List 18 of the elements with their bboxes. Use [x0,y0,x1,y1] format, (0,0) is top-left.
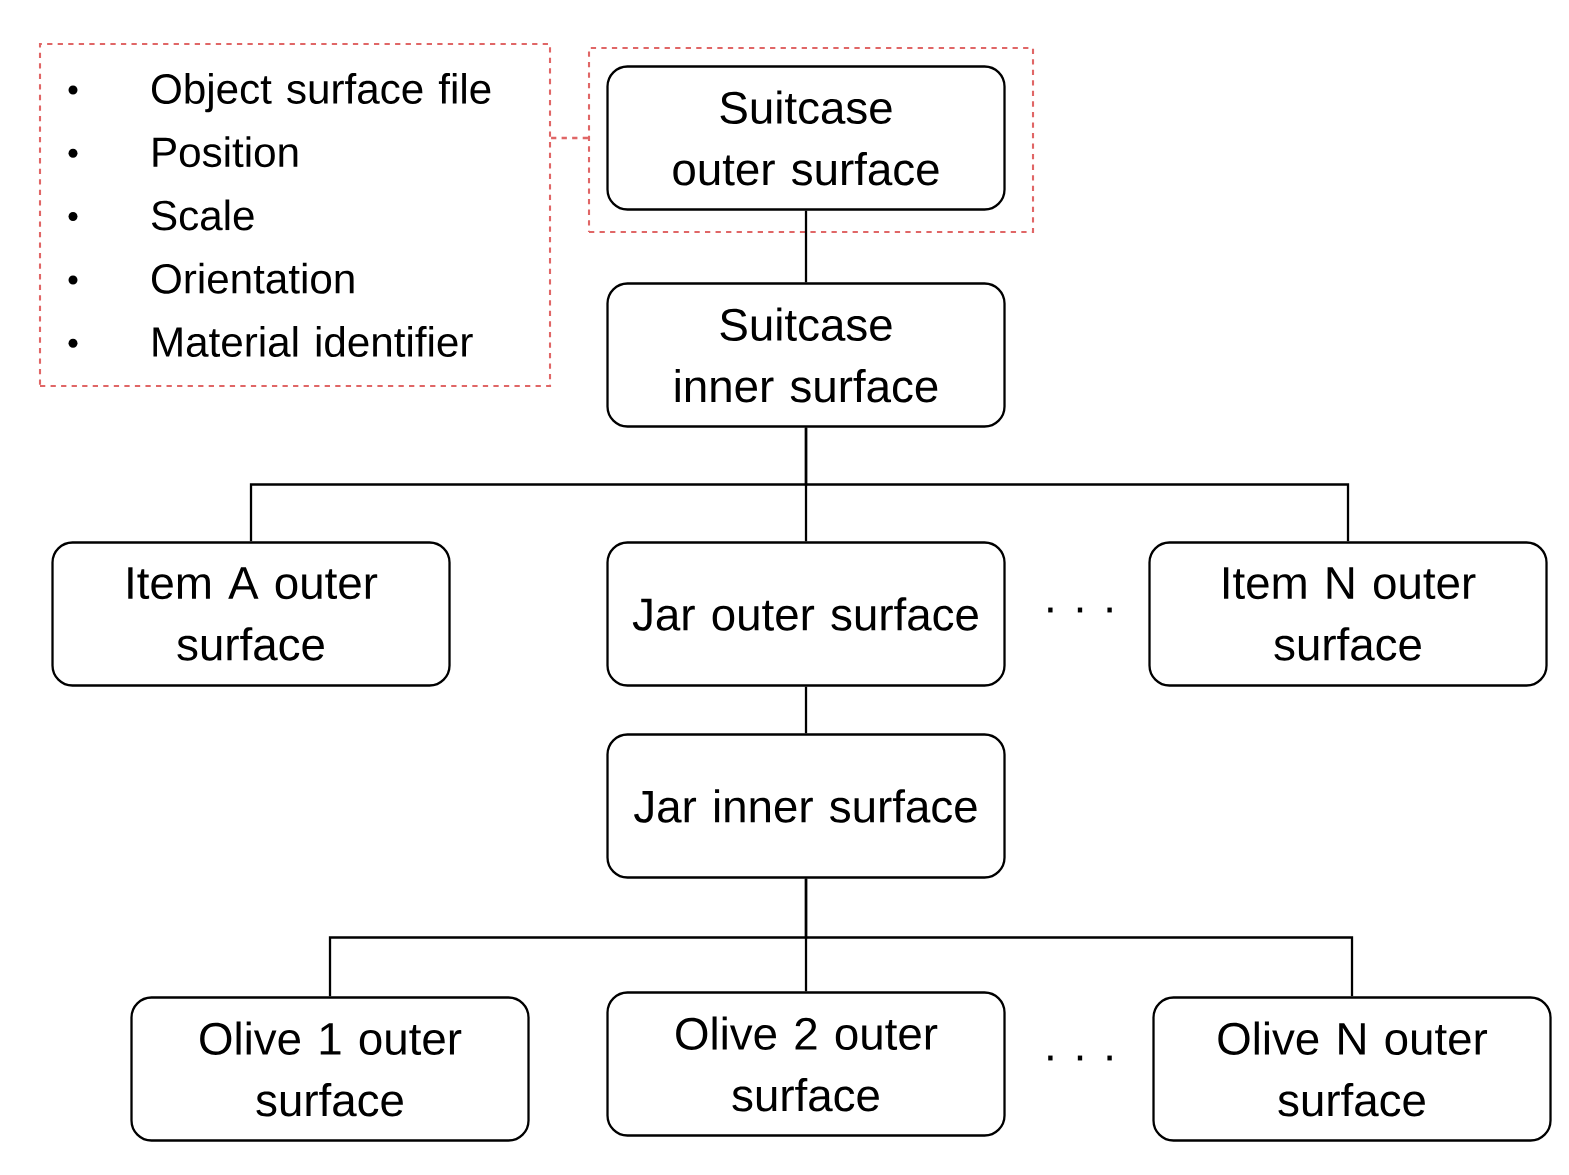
process-box: Jar inner surface [606,733,1006,879]
bullet-list-box: Object surface file Position Scale Orientation Material identifier [38,42,552,388]
process-box: Olive 2 outer surface [606,991,1006,1137]
connector-line [804,210,808,283]
process-box: Suitcase outer surface [606,65,1006,211]
process-box: Olive N outer surface [1152,996,1552,1142]
dashed-group-box [587,46,1035,234]
connector-line [551,136,588,140]
ellipsis: . . . [1048,607,1112,613]
connector-line [804,427,1350,542]
ellipsis: . . . [1048,1055,1112,1061]
connector-line [804,878,1354,997]
process-box: Suitcase inner surface [606,282,1006,428]
process-box: Item N outer surface [1148,541,1548,687]
process-box: Jar outer surface [606,541,1006,687]
connector-line [804,686,808,734]
process-box: Olive 1 outer surface [130,996,530,1142]
process-box: Item A outer surface [51,541,451,687]
